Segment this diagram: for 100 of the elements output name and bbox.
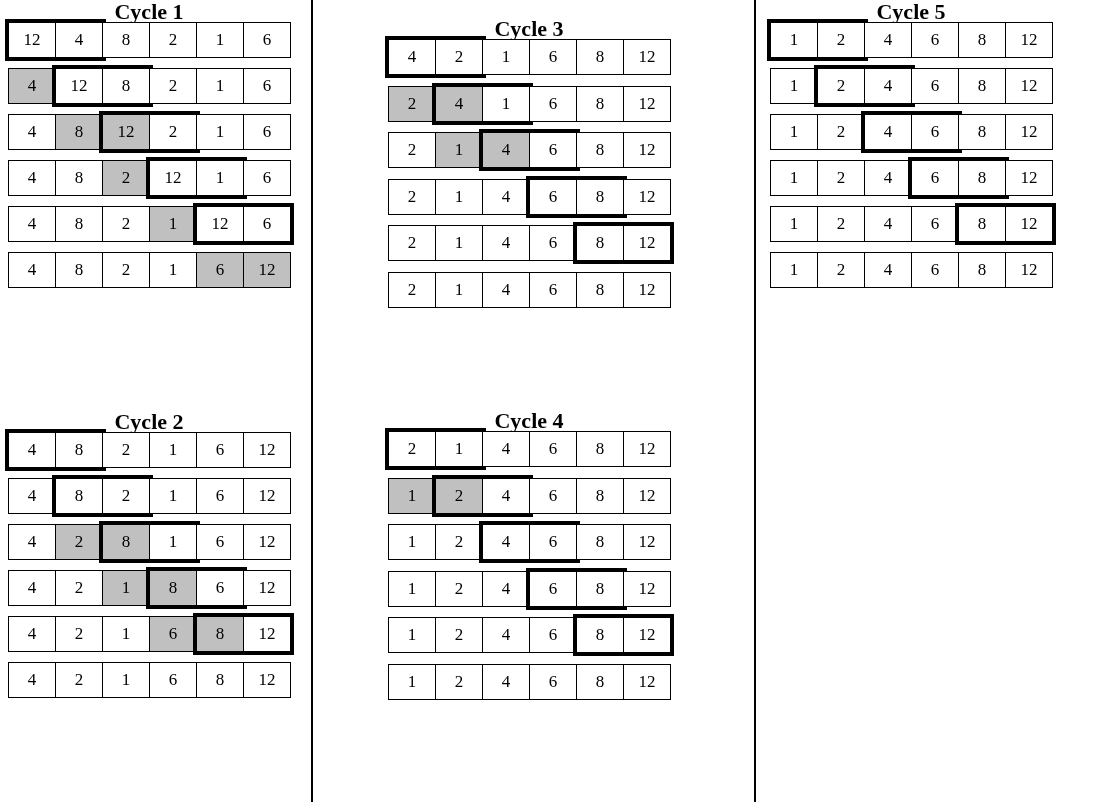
array-cell: 8 <box>958 160 1006 196</box>
cycle-heading: Cycle 1 <box>113 1 185 23</box>
array-cell: 2 <box>55 616 103 652</box>
array-cell: 12 <box>243 570 291 606</box>
array-cell: 2 <box>817 206 865 242</box>
array-cell: 6 <box>911 114 959 150</box>
array-cell: 12 <box>623 132 671 168</box>
array-cell: 4 <box>482 524 530 560</box>
array-cell: 1 <box>770 22 818 58</box>
swap-comparison-frame <box>99 111 200 153</box>
cycle-heading: Cycle 2 <box>113 411 185 433</box>
array-cell: 6 <box>529 431 577 467</box>
array-cell: 2 <box>388 225 436 261</box>
array-cell: 8 <box>958 22 1006 58</box>
swap-comparison-frame <box>385 36 486 78</box>
array-cell: 4 <box>435 85 483 122</box>
array-cell: 6 <box>911 22 959 58</box>
swap-comparison-frame <box>526 175 627 218</box>
swap-comparison-frame <box>526 567 627 610</box>
array-cell: 12 <box>8 22 56 58</box>
array-cell: 4 <box>864 22 912 58</box>
array-cell: 4 <box>8 252 56 288</box>
array-cell: 6 <box>529 85 577 122</box>
swap-comparison-frame <box>908 157 1009 199</box>
array-cell: 8 <box>55 432 103 468</box>
array-cell: 8 <box>55 478 103 514</box>
array-cell: 12 <box>1005 22 1053 58</box>
array-cell: 2 <box>55 662 103 698</box>
array-cell: 6 <box>911 160 959 196</box>
array-cell: 2 <box>817 160 865 196</box>
array-cell: 1 <box>770 114 818 150</box>
array-cell: 12 <box>243 478 291 514</box>
array-cell: 4 <box>388 39 436 75</box>
array-cell: 8 <box>576 39 624 75</box>
array-cell: 4 <box>482 663 530 700</box>
swap-comparison-frame <box>146 567 247 609</box>
array-cell: 4 <box>864 68 912 104</box>
array-cell: 12 <box>623 431 671 467</box>
array-cell: 1 <box>102 616 150 652</box>
array-cell: 12 <box>102 114 150 150</box>
array-cell: 12 <box>623 663 671 700</box>
array-cell: 1 <box>770 206 818 242</box>
array-cell: 1 <box>435 431 483 467</box>
array-cell: 1 <box>196 68 244 104</box>
array-cell: 6 <box>529 524 577 560</box>
array-cell: 2 <box>817 22 865 58</box>
array-cell: 6 <box>196 570 244 606</box>
array-cell: 1 <box>196 160 244 196</box>
array-cell: 6 <box>529 663 577 700</box>
array-cell: 8 <box>576 178 624 215</box>
array-cell: 4 <box>864 206 912 242</box>
array-cell: 4 <box>8 570 56 606</box>
array-cell: 12 <box>623 570 671 607</box>
array-cell: 1 <box>435 225 483 261</box>
cycle-heading: Cycle 3 <box>493 18 565 40</box>
array-cell: 12 <box>623 225 671 261</box>
array-cell: 6 <box>243 68 291 104</box>
array-cell: 12 <box>243 662 291 698</box>
array-cell: 12 <box>623 617 671 653</box>
array-cell: 6 <box>243 114 291 150</box>
array-cell: 8 <box>576 132 624 168</box>
array-cell: 8 <box>196 662 244 698</box>
array-cell: 12 <box>1005 252 1053 288</box>
array-cell: 2 <box>388 271 436 308</box>
array-cell: 8 <box>958 68 1006 104</box>
array-cell: 8 <box>102 22 150 58</box>
array-cell: 2 <box>388 431 436 467</box>
array-cell: 6 <box>196 252 244 288</box>
swap-comparison-frame <box>99 521 200 563</box>
array-cell: 8 <box>576 431 624 467</box>
array-cell: 6 <box>196 432 244 468</box>
array-cell: 4 <box>482 477 530 514</box>
array-cell: 2 <box>388 132 436 168</box>
array-cell: 12 <box>1005 68 1053 104</box>
array-cell: 8 <box>958 206 1006 242</box>
array-cell: 12 <box>1005 206 1053 242</box>
swap-comparison-frame <box>385 428 486 470</box>
array-cell: 1 <box>388 617 436 653</box>
array-cell: 12 <box>55 68 103 104</box>
array-cell: 8 <box>958 114 1006 150</box>
array-cell: 1 <box>196 114 244 150</box>
array-cell: 2 <box>817 252 865 288</box>
swap-comparison-frame <box>432 474 533 517</box>
array-cell: 8 <box>102 524 150 560</box>
array-cell: 1 <box>196 22 244 58</box>
array-cell: 6 <box>149 662 197 698</box>
array-cell: 2 <box>435 663 483 700</box>
array-cell: 12 <box>623 524 671 560</box>
array-cell: 1 <box>102 662 150 698</box>
array-cell: 8 <box>55 160 103 196</box>
array-cell: 4 <box>8 160 56 196</box>
array-cell: 1 <box>149 478 197 514</box>
array-cell: 2 <box>102 206 150 242</box>
array-cell: 12 <box>243 616 291 652</box>
array-cell: 1 <box>435 178 483 215</box>
array-cell: 1 <box>482 39 530 75</box>
array-cell: 4 <box>8 206 56 242</box>
swap-comparison-frame <box>52 475 153 517</box>
array-cell: 2 <box>102 478 150 514</box>
array-cell: 2 <box>817 68 865 104</box>
